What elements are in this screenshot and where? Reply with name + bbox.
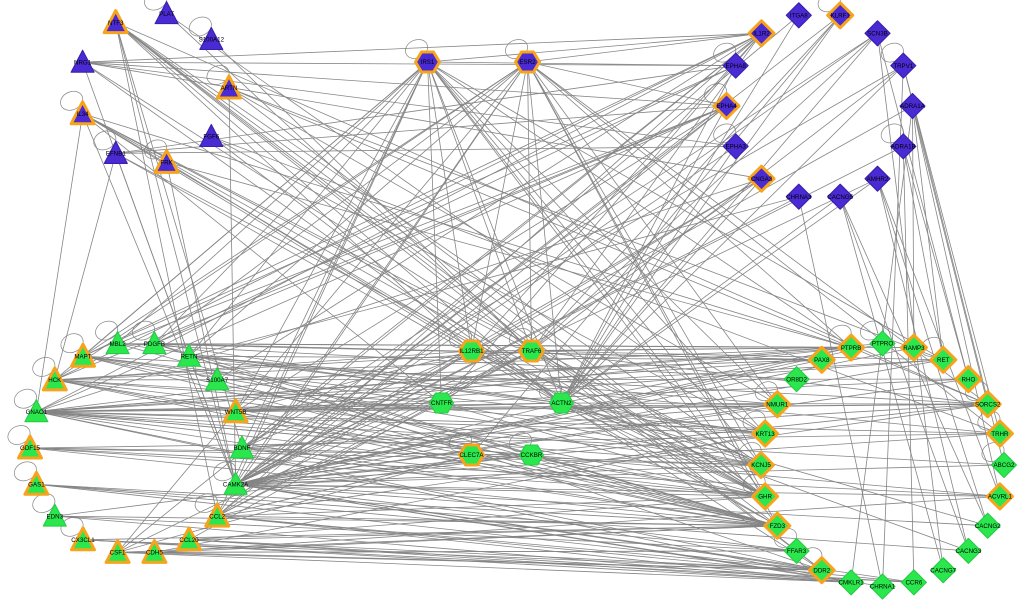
svg-text:CHRNA3: CHRNA3 <box>786 194 812 201</box>
svg-text:TRAF6: TRAF6 <box>522 348 542 355</box>
svg-text:PTPRB: PTPRB <box>841 345 862 352</box>
svg-text:TRHR: TRHR <box>991 431 1009 438</box>
svg-text:OR8D2: OR8D2 <box>786 376 807 383</box>
svg-text:HCK: HCK <box>48 377 62 384</box>
svg-text:CCL2: CCL2 <box>209 513 225 520</box>
svg-text:EPHA8: EPHA8 <box>726 63 747 70</box>
svg-text:ARTN: ARTN <box>221 85 238 92</box>
svg-text:TRPV1: TRPV1 <box>893 63 914 70</box>
svg-text:GDF15: GDF15 <box>20 445 41 452</box>
svg-text:FFAR3: FFAR3 <box>787 548 807 555</box>
svg-text:NTF3: NTF3 <box>108 20 124 27</box>
svg-text:AMHR2: AMHR2 <box>867 176 889 183</box>
svg-text:CDH5: CDH5 <box>146 550 163 557</box>
svg-text:KLRF1: KLRF1 <box>831 13 851 20</box>
svg-text:IL12RB1: IL12RB1 <box>459 348 484 355</box>
svg-text:PLAT: PLAT <box>159 11 174 18</box>
svg-text:FZD3: FZD3 <box>770 523 786 530</box>
svg-text:S100A12: S100A12 <box>199 37 225 44</box>
svg-text:KRT13: KRT13 <box>756 431 776 438</box>
svg-text:FGF6: FGF6 <box>203 134 219 141</box>
svg-text:NMUR1: NMUR1 <box>766 401 789 408</box>
svg-text:ESR2: ESR2 <box>519 59 536 66</box>
svg-text:MBL2: MBL2 <box>110 341 127 348</box>
svg-text:MAPT: MAPT <box>74 353 91 360</box>
svg-text:CCL20: CCL20 <box>179 537 199 544</box>
svg-text:BDNF: BDNF <box>234 445 251 452</box>
svg-text:ADRA1B: ADRA1B <box>891 144 916 151</box>
svg-text:IL34: IL34 <box>77 111 90 118</box>
svg-text:GNAO1: GNAO1 <box>26 409 48 416</box>
svg-text:CAMK2A: CAMK2A <box>223 482 249 489</box>
svg-text:EPHA3: EPHA3 <box>726 144 747 151</box>
svg-text:EDN3: EDN3 <box>47 513 64 520</box>
svg-text:RETN: RETN <box>181 353 198 360</box>
svg-text:KCNJ5: KCNJ5 <box>751 462 771 469</box>
svg-text:CCKBR: CCKBR <box>521 452 543 459</box>
svg-text:EPHA4: EPHA4 <box>716 103 737 110</box>
svg-text:WNT5B: WNT5B <box>225 409 247 416</box>
svg-text:RET: RET <box>937 357 950 364</box>
svg-text:S100A7: S100A7 <box>206 377 229 384</box>
svg-text:RAMP3: RAMP3 <box>903 345 925 352</box>
svg-text:GHR: GHR <box>758 494 772 501</box>
svg-text:CLEC7A: CLEC7A <box>459 452 484 459</box>
svg-text:ABCG2: ABCG2 <box>994 462 1016 469</box>
svg-text:CACNG5: CACNG5 <box>827 194 853 201</box>
svg-text:CMKLR1: CMKLR1 <box>839 580 865 587</box>
svg-text:ACTN2: ACTN2 <box>551 400 572 407</box>
svg-text:CSF1: CSF1 <box>110 550 126 557</box>
svg-text:IL1R2: IL1R2 <box>753 31 770 38</box>
svg-text:PAX8: PAX8 <box>814 357 830 364</box>
svg-text:ACVRL1: ACVRL1 <box>988 494 1013 501</box>
svg-text:ITGA8: ITGA8 <box>790 13 808 20</box>
svg-text:ADRA1A: ADRA1A <box>900 103 926 110</box>
svg-text:CACNG3: CACNG3 <box>956 548 982 555</box>
svg-text:PDGFB: PDGFB <box>144 341 165 348</box>
svg-text:IRS1: IRS1 <box>421 59 435 66</box>
svg-text:CNTFR: CNTFR <box>431 400 452 407</box>
svg-text:DDR2: DDR2 <box>813 567 830 574</box>
svg-text:CACNG2: CACNG2 <box>975 523 1001 530</box>
svg-text:SORCS2: SORCS2 <box>975 401 1001 408</box>
svg-text:EFNB1: EFNB1 <box>106 151 127 158</box>
svg-text:CACNG7: CACNG7 <box>930 567 956 574</box>
svg-text:CCR6: CCR6 <box>905 580 922 587</box>
svg-text:GAS1: GAS1 <box>28 482 45 489</box>
svg-text:NRG1: NRG1 <box>74 59 92 66</box>
svg-text:PTPRO: PTPRO <box>872 341 894 348</box>
svg-text:CHRNA1: CHRNA1 <box>870 584 896 591</box>
svg-text:CNGA3: CNGA3 <box>751 176 773 183</box>
svg-text:FRK: FRK <box>160 160 173 167</box>
svg-text:RHO: RHO <box>962 376 976 383</box>
svg-text:SCN3B: SCN3B <box>867 31 888 38</box>
svg-text:CX3CL1: CX3CL1 <box>71 537 95 544</box>
